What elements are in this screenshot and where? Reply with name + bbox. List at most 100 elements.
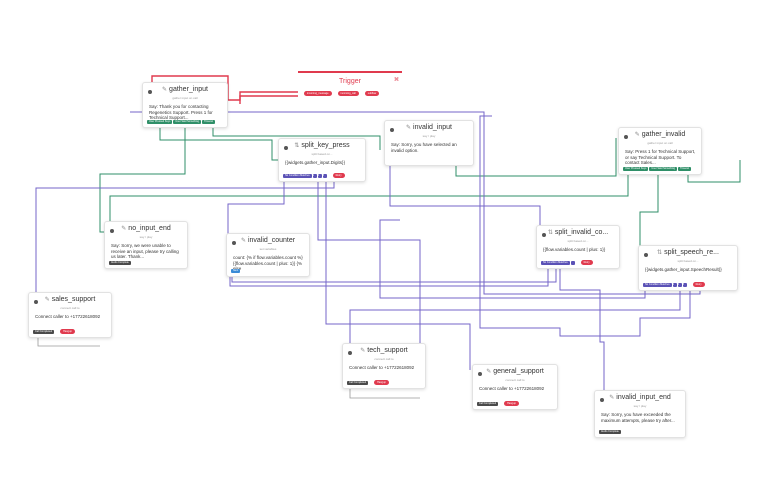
output-call-completed[interactable]: Call Completed xyxy=(33,329,55,334)
split-icon: ⇅ xyxy=(294,143,300,149)
widget-subtitle: connect call to xyxy=(374,357,394,361)
wire-split-speech-1 xyxy=(349,288,681,346)
widget-no-input-end[interactable]: ✎no_input_end say / play Say: Sorry, we … xyxy=(104,221,188,269)
widget-body: {{widgets.gather_input.SpeechResult}} xyxy=(645,267,722,272)
widget-connector-dot[interactable] xyxy=(232,241,236,245)
output-audio-complete[interactable]: Audio Complete xyxy=(599,430,621,434)
widget-invalid-counter[interactable]: ✎invalid_counter set variables count: {%… xyxy=(226,233,310,277)
widget-connector-dot[interactable] xyxy=(110,229,114,233)
widget-gather-input[interactable]: ✎gather_input gather input on call Say: … xyxy=(142,82,228,128)
output-no-condition[interactable]: No Condition Matches xyxy=(283,173,312,178)
widget-title: tech_support xyxy=(367,347,408,354)
pencil-icon: ✎ xyxy=(240,238,246,244)
output-next[interactable]: Next xyxy=(231,269,241,273)
widget-title: split_invalid_co... xyxy=(554,229,609,236)
wire-split-key-1 xyxy=(317,177,421,354)
widget-title: invalid_input_end xyxy=(616,394,671,401)
widget-split-invalid-count[interactable]: ⇅split_invalid_co... split based on... {… xyxy=(536,225,620,269)
widget-connector-dot[interactable] xyxy=(624,135,628,139)
wire-invalid-input-out xyxy=(389,166,541,232)
widget-subtitle: say / play xyxy=(633,404,647,408)
split-icon: ⇅ xyxy=(657,250,663,256)
trigger-widget[interactable]: Trigger ⌘ incoming_message incoming_call… xyxy=(298,71,402,103)
widget-title: sales_support xyxy=(51,296,96,303)
output-audio-complete[interactable]: Audio Complete xyxy=(109,261,131,265)
widget-connector-dot[interactable] xyxy=(390,128,394,132)
widget-connector-dot[interactable] xyxy=(34,300,38,304)
widget-connector-dot[interactable] xyxy=(600,398,604,402)
widget-subtitle: gather input on call xyxy=(172,96,198,100)
hangup-button[interactable]: Hangup xyxy=(504,401,519,406)
wire-gather-invalid-timeout xyxy=(687,160,741,183)
widget-connector-dot[interactable] xyxy=(644,253,648,257)
widget-connector-dot[interactable] xyxy=(478,372,482,376)
widget-split-key-press[interactable]: ⇅split_key_press split based on... {{wid… xyxy=(278,138,366,182)
widget-connector-dot[interactable] xyxy=(348,351,352,355)
widget-title: no_input_end xyxy=(128,225,171,232)
output-call-completed[interactable]: Call Completed xyxy=(347,380,369,385)
pencil-icon: ✎ xyxy=(406,125,412,131)
widget-subtitle: say / play xyxy=(422,134,436,138)
pencil-icon: ✎ xyxy=(609,395,615,401)
widget-connector-dot[interactable] xyxy=(148,90,152,94)
widget-split-speech-result[interactable]: ⇅split_speech_re... split based on... {{… xyxy=(638,245,738,291)
output-condition-3[interactable]: 3 xyxy=(322,173,327,178)
output-user-pressed-keys[interactable]: User Pressed Keys xyxy=(623,167,649,171)
wire-gather-invalid-speech xyxy=(639,175,659,258)
trigger-incoming-call-output[interactable]: incoming_call xyxy=(337,91,359,96)
widget-title: general_support xyxy=(493,368,544,375)
pencil-icon: ✎ xyxy=(121,226,127,232)
widget-title: split_key_press xyxy=(301,142,350,149)
widget-sales-support[interactable]: ✎sales_support connect call to Connect c… xyxy=(28,292,112,338)
widget-body: {{flow.variables.count | plus: 1}} xyxy=(543,247,606,252)
widget-title: invalid_input xyxy=(413,124,452,131)
wire-gather-invalid-keys xyxy=(109,175,629,235)
widget-title: gather_input xyxy=(169,86,208,93)
widget-connector-dot[interactable] xyxy=(542,233,546,237)
widget-connector-dot[interactable] xyxy=(284,146,288,150)
trigger-options-icon[interactable]: ⌘ xyxy=(394,77,399,83)
output-timeout[interactable]: Timeout xyxy=(678,167,691,171)
pencil-icon: ✎ xyxy=(634,132,640,138)
output-no-condition[interactable]: No Condition Matches xyxy=(643,282,672,287)
output-no-condition[interactable]: No Condition Matches xyxy=(541,260,570,265)
widget-body: Say: Thank you for contacting Regenetics… xyxy=(149,104,213,120)
output-timeout[interactable]: Timeout xyxy=(202,120,215,124)
output-condition-1[interactable]: 1 xyxy=(672,282,677,287)
output-user-pressed-keys[interactable]: User Pressed Keys xyxy=(147,120,173,124)
wire-sales-support-out xyxy=(37,338,100,347)
trigger-incoming-message-output[interactable]: incoming_message xyxy=(304,91,332,96)
widget-gather-invalid[interactable]: ✎gather_invalid gather input on call Say… xyxy=(618,127,702,175)
widget-subtitle: split based on... xyxy=(311,152,333,156)
widget-subtitle: set variables xyxy=(259,247,277,251)
wire-split-invalid-1 xyxy=(559,268,605,398)
widget-invalid-input-end[interactable]: ✎invalid_input_end say / play Say: Sorry… xyxy=(594,390,686,438)
hangup-button[interactable]: Hangup xyxy=(60,329,75,334)
widget-body: Say: Sorry, we were unable to receive an… xyxy=(111,243,179,259)
trigger-subflow-output[interactable]: subflow xyxy=(364,91,380,96)
widget-body: Connect caller to +17722618092 xyxy=(349,365,415,370)
retry-button[interactable]: Retry xyxy=(580,260,593,265)
output-condition-2[interactable]: 2 xyxy=(317,173,322,178)
output-call-completed[interactable]: Call Completed xyxy=(477,401,499,406)
widget-invalid-input[interactable]: ✎invalid_input say / play Say: Sorry, yo… xyxy=(384,120,474,166)
output-condition-2[interactable]: 2 xyxy=(677,282,682,287)
retry-button[interactable]: Retry xyxy=(692,282,705,287)
output-condition-1[interactable]: 1 xyxy=(312,173,317,178)
output-condition-1[interactable] xyxy=(570,260,575,265)
split-icon: ⇅ xyxy=(547,230,553,236)
output-condition-3[interactable]: 3 xyxy=(682,282,687,287)
wire-split-key-3 xyxy=(35,177,335,298)
widget-tech-support[interactable]: ✎tech_support connect call to Connect ca… xyxy=(342,343,426,389)
wire-split-invalid-no-match xyxy=(229,268,549,287)
retry-button[interactable]: Retry xyxy=(332,173,345,178)
widget-general-support[interactable]: ✎general_support connect call to Connect… xyxy=(472,364,558,410)
output-user-said-something[interactable]: User Said Something xyxy=(173,120,202,124)
widget-title: gather_invalid xyxy=(641,131,686,138)
wire-trigger-flow-out xyxy=(239,92,301,104)
wire-split-speech-no-match xyxy=(379,219,646,299)
hangup-button[interactable]: Hangup xyxy=(374,380,389,385)
output-user-said-something[interactable]: User Said Something xyxy=(649,167,678,171)
